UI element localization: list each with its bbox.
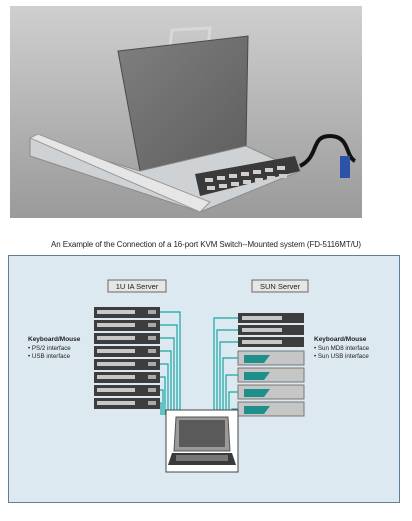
server-unit [94, 372, 160, 383]
server-unit [94, 359, 160, 370]
vga-connector [340, 156, 350, 178]
left-title-box [107, 279, 167, 293]
left-server-stack [94, 307, 160, 409]
right-interface-md8: • Sun MD8 interface [314, 345, 370, 352]
left-interface-ps2: • PS/2 interface [28, 345, 71, 352]
right-kbm-heading: Keyboard/Mouse [314, 336, 367, 343]
kvm-console [165, 409, 239, 473]
cable-shape [298, 133, 357, 168]
server-unit [237, 367, 305, 383]
right-group-title: SUN Server [260, 282, 301, 291]
right-title-box [251, 279, 309, 293]
server-unit [94, 346, 160, 357]
handle-shape [168, 26, 212, 47]
server-unit [237, 401, 305, 417]
server-unit [94, 333, 160, 344]
server-unit [237, 384, 305, 400]
server-unit [238, 313, 304, 323]
server-unit [94, 307, 160, 318]
figure-caption: An Example of the Connection of a 16-por… [51, 240, 361, 249]
left-group-title: 1U IA Server [116, 282, 159, 291]
server-unit [238, 337, 304, 347]
left-kbm-heading: Keyboard/Mouse [28, 336, 81, 343]
server-unit [238, 325, 304, 335]
connection-diagram: 1U IA Server SUN Server [8, 255, 400, 503]
server-unit [94, 385, 160, 396]
right-server-stack [237, 313, 305, 417]
left-cables [160, 311, 181, 415]
server-unit [94, 320, 160, 331]
right-interface-usb: • Sun USB interface [314, 353, 369, 360]
server-unit [237, 350, 305, 366]
left-interface-usb: • USB interface [28, 353, 71, 360]
right-cables [213, 317, 238, 415]
server-unit [94, 398, 160, 409]
product-photo [10, 6, 362, 218]
